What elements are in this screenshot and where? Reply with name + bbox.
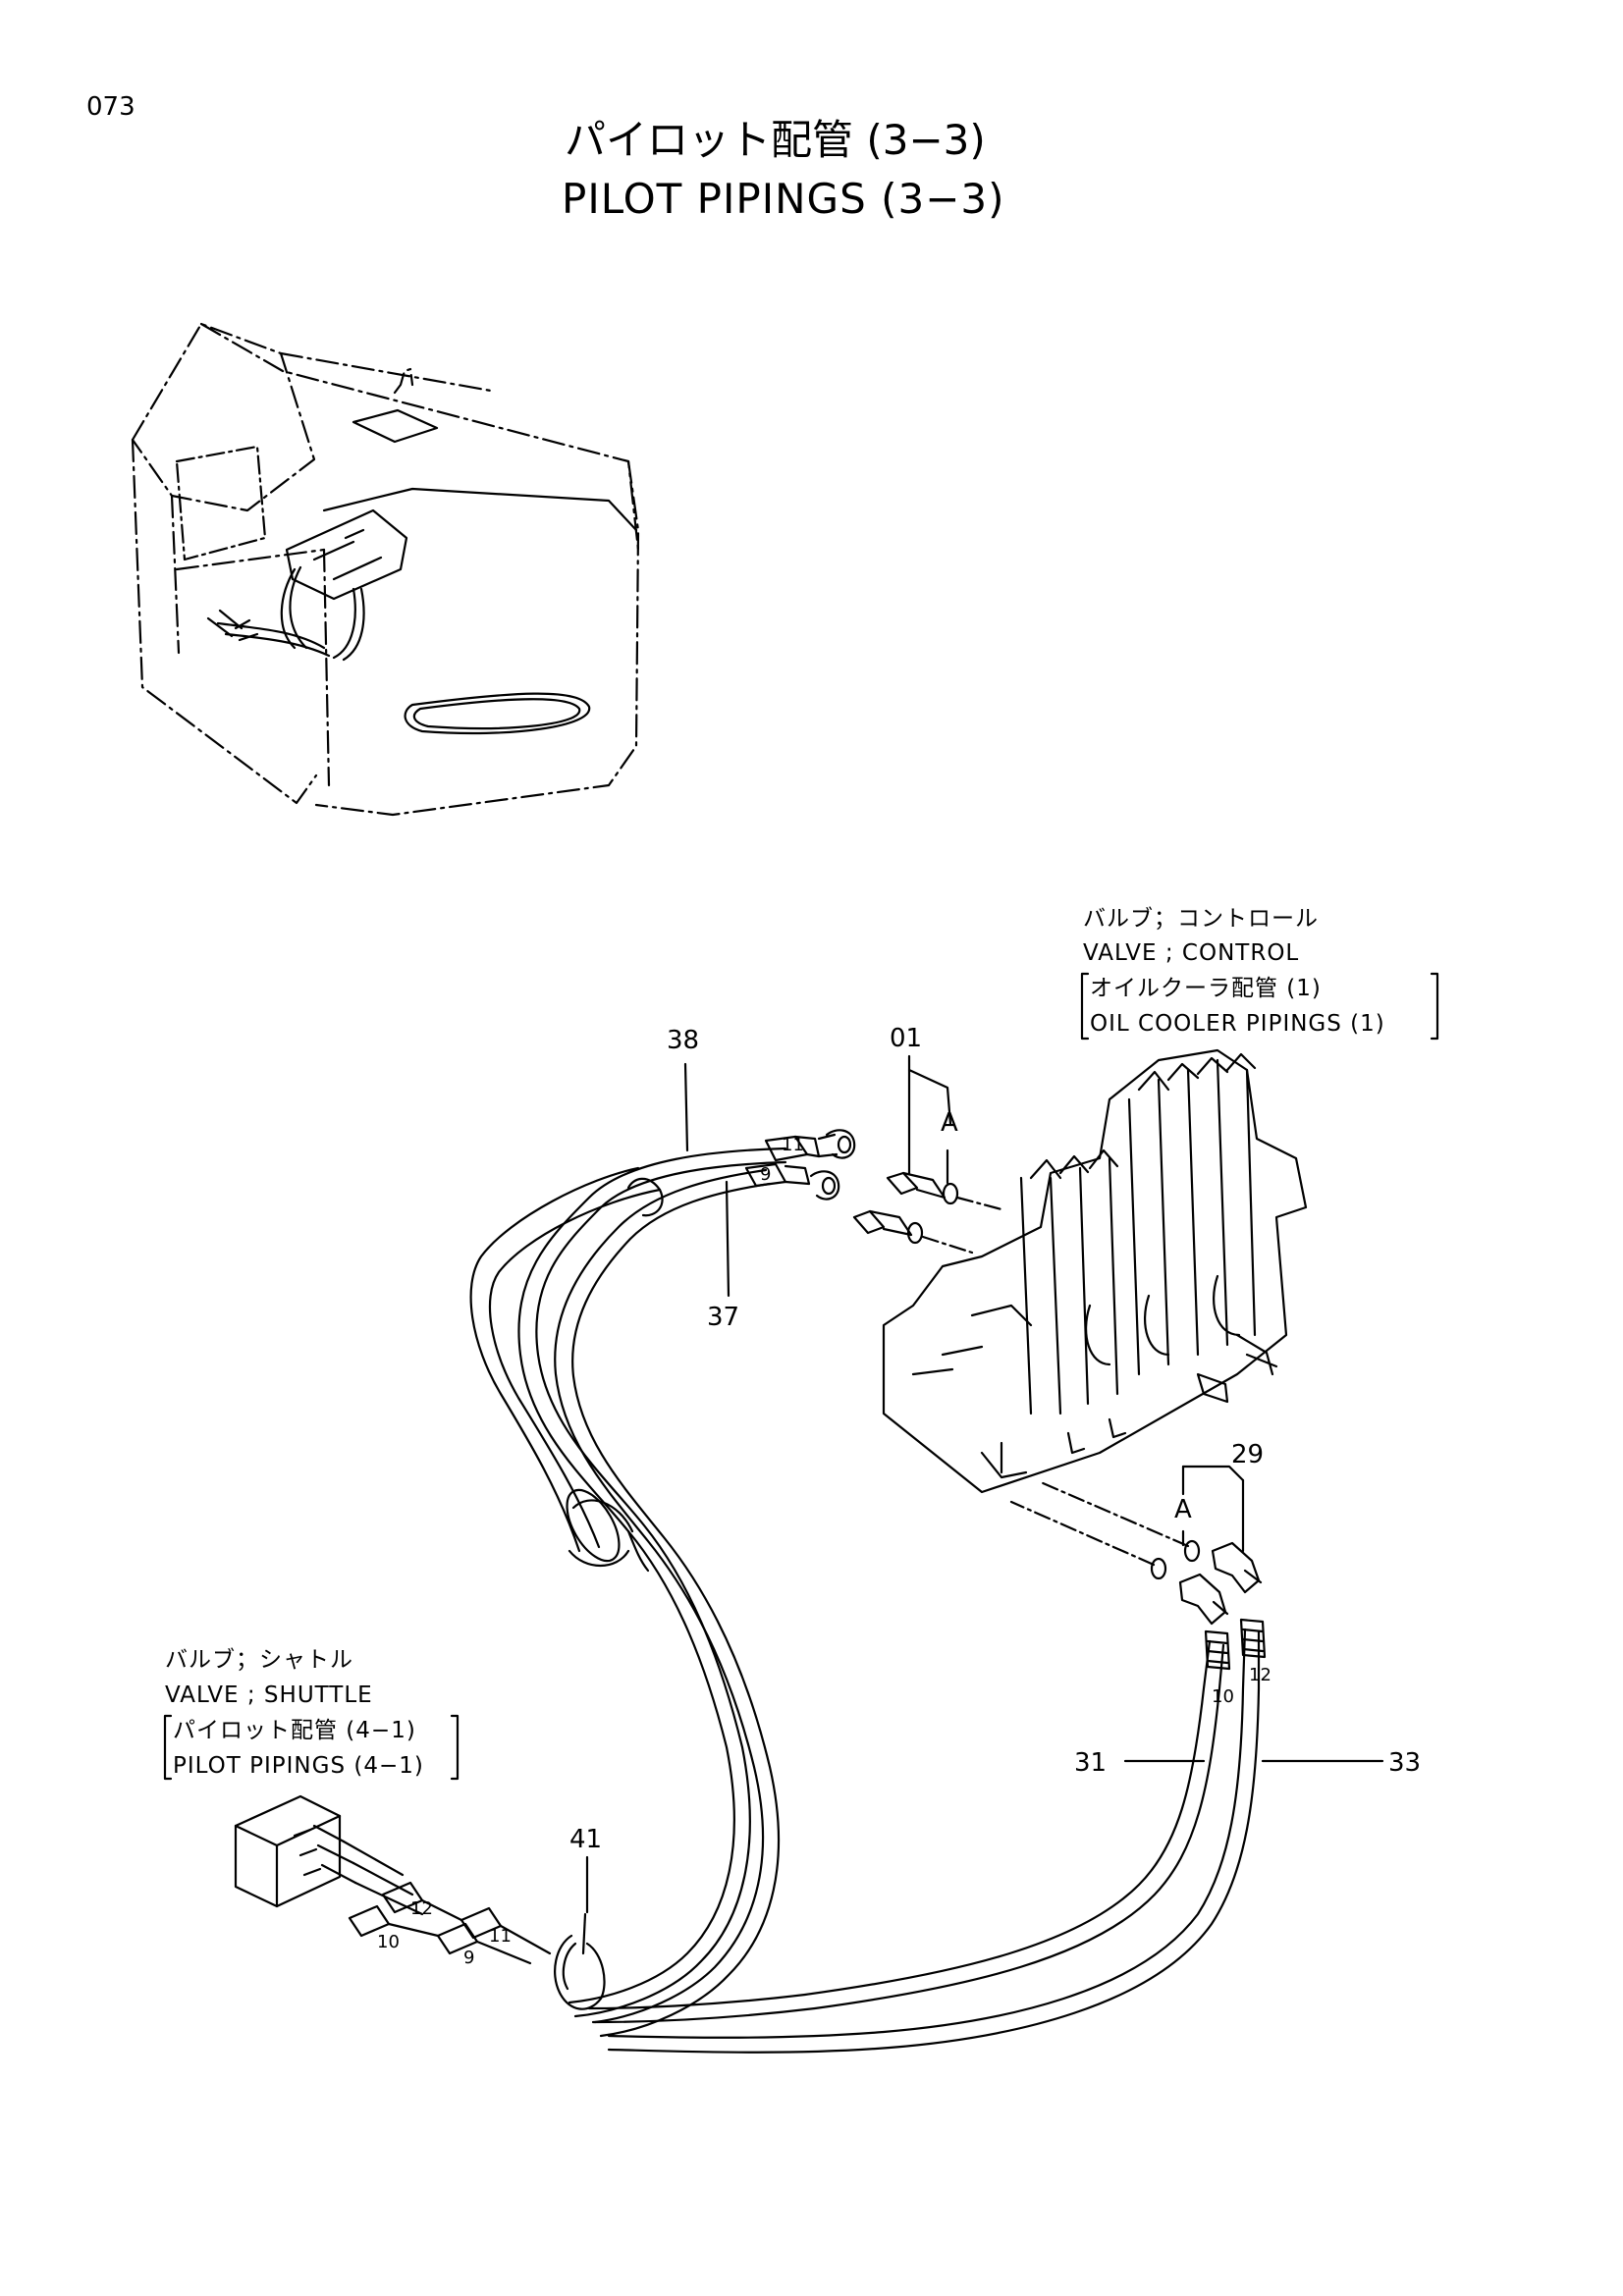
- page-number: 073: [86, 92, 135, 122]
- elbow-fittings-29: [1009, 1480, 1263, 1626]
- label-a-top: A: [941, 1108, 958, 1138]
- reference-brackets: [163, 972, 1439, 1781]
- control-valve-reference-jp: オイルクーラ配管 (1): [1090, 976, 1322, 1001]
- hose-end-label-11-top: 11: [782, 1135, 804, 1155]
- page-title-en: PILOT PIPINGS (3−3): [562, 175, 1005, 223]
- callout-33: 33: [1388, 1748, 1421, 1778]
- hose-end-label-9-left: 9: [463, 1948, 474, 1968]
- callout-31: 31: [1074, 1748, 1107, 1778]
- hose-31: [587, 1629, 1231, 2024]
- hose-end-label-9-top: 9: [760, 1164, 771, 1185]
- control-valve-name-jp: バルブ；コントロール: [1083, 906, 1319, 932]
- callout-01: 01: [890, 1024, 922, 1053]
- control-valve-reference-en: OIL COOLER PIPINGS (1): [1090, 1011, 1385, 1037]
- leader-38: [683, 1062, 689, 1152]
- machine-location-view: [131, 322, 640, 817]
- leader-29: [1181, 1465, 1245, 1553]
- hose-33: [607, 1618, 1267, 2054]
- leader-37: [725, 1180, 730, 1298]
- callout-38: 38: [667, 1026, 699, 1055]
- callout-29: 29: [1231, 1440, 1264, 1469]
- shuttle-valve-reference-en: PILOT PIPINGS (4−1): [173, 1753, 424, 1779]
- shuttle-valve: [234, 1794, 424, 1916]
- control-valve-name-en: VALVE ; CONTROL: [1083, 940, 1300, 966]
- clamp-band-41: [554, 1912, 606, 2010]
- callout-37: 37: [707, 1303, 739, 1332]
- hose-end-label-10-right: 10: [1212, 1686, 1234, 1707]
- label-a-bottom: A: [1174, 1495, 1192, 1524]
- shuttle-valve-reference-jp: パイロット配管 (4−1): [173, 1718, 416, 1743]
- shuttle-valve-name-jp: バルブ；シャトル: [165, 1647, 353, 1673]
- control-valve: [882, 1048, 1308, 1494]
- hose-38: [517, 1147, 787, 2018]
- hose-end-label-12-right: 12: [1249, 1665, 1271, 1685]
- leader-01: [907, 1054, 952, 1185]
- protective-sleeve: [469, 1166, 664, 1573]
- callout-41: 41: [569, 1825, 602, 1854]
- shuttle-valve-name-en: VALVE ; SHUTTLE: [165, 1682, 373, 1708]
- hose-37: [554, 1168, 781, 2038]
- hose-end-label-11-left: 11: [489, 1926, 512, 1947]
- connector-fittings-01: [852, 1171, 1003, 1255]
- hose-end-label-12-left: 12: [410, 1898, 433, 1919]
- left-hose-ends: [348, 1881, 552, 1965]
- hose-end-label-10-left: 10: [377, 1932, 400, 1952]
- top-hose-ends: [744, 1129, 856, 1201]
- page-title-jp: パイロット配管 (3−3): [565, 116, 986, 164]
